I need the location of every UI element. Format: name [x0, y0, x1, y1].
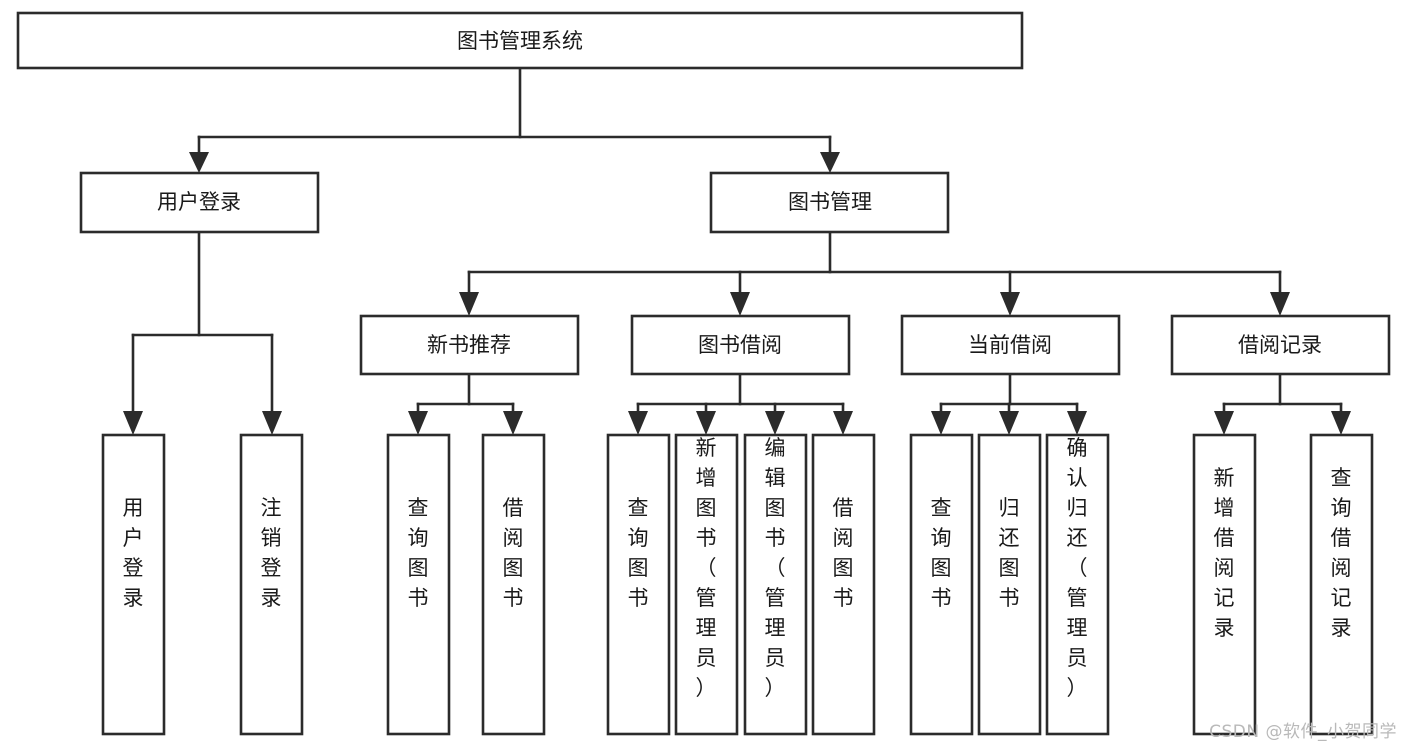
node-current-borrow[interactable]: 当前借阅 — [900, 314, 1121, 376]
leaf-add-book-box[interactable] — [674, 433, 739, 736]
leaf-return-book-label: 归还图书 — [999, 496, 1020, 610]
arrowhead-leaf-edit-book — [765, 411, 785, 435]
arrowhead-leaf-logout — [262, 411, 282, 435]
leaf-return-book-box[interactable] — [977, 433, 1042, 736]
leaf-add-record-label: 新增借阅记录 — [1214, 466, 1235, 640]
leaf-edit-book[interactable]: 编辑图书（管理员） — [743, 433, 808, 736]
leaf-query-book-3-box[interactable] — [909, 433, 974, 736]
node-user-login-label: 用户登录 — [157, 190, 241, 214]
node-book-mgmt-label: 图书管理 — [788, 190, 872, 214]
leaf-borrow-book-1-label: 借阅图书 — [503, 496, 524, 610]
leaf-borrow-book-1[interactable]: 借阅图书 — [481, 433, 546, 736]
leaf-confirm-return-label: 确认归还（管理员） — [1067, 436, 1088, 700]
node-new-book-box[interactable] — [359, 314, 580, 376]
leaf-edit-book-box[interactable] — [743, 433, 808, 736]
node-borrow-label: 图书借阅 — [698, 333, 782, 357]
node-borrow[interactable]: 图书借阅 — [630, 314, 851, 376]
node-root-box[interactable] — [16, 11, 1024, 70]
leaf-query-record-box[interactable] — [1309, 433, 1374, 736]
leaf-query-book-1-label: 查询图书 — [408, 496, 429, 610]
node-user-login-box[interactable] — [79, 171, 320, 234]
leaf-query-book-1[interactable]: 查询图书 — [386, 433, 451, 736]
arrowhead-leaf-query-book-2 — [628, 411, 648, 435]
arrowhead-leaf-borrow-book-1 — [503, 411, 523, 435]
leaf-confirm-return[interactable]: 确认归还（管理员） — [1045, 433, 1110, 736]
arrowhead-leaf-query-book-3 — [931, 411, 951, 435]
leaf-return-book[interactable]: 归还图书 — [977, 433, 1042, 736]
node-root-label: 图书管理系统 — [457, 29, 583, 53]
leaf-query-book-2[interactable]: 查询图书 — [606, 433, 671, 736]
leaf-query-book-1-box[interactable] — [386, 433, 451, 736]
leaf-logout-label: 注销登录 — [261, 496, 282, 610]
arrowhead-book-mgmt — [820, 152, 840, 173]
leaf-borrow-book-2-box[interactable] — [811, 433, 876, 736]
node-new-book[interactable]: 新书推荐 — [359, 314, 580, 376]
leaf-query-book-3-label: 查询图书 — [931, 496, 952, 610]
leaf-query-book-3[interactable]: 查询图书 — [909, 433, 974, 736]
arrowhead-leaf-confirm-return — [1067, 411, 1087, 435]
leaf-borrow-book-2-label: 借阅图书 — [833, 496, 854, 610]
node-book-mgmt[interactable]: 图书管理 — [709, 171, 950, 234]
node-user-login[interactable]: 用户登录 — [79, 171, 320, 234]
arrowhead-leaf-query-record — [1331, 411, 1351, 435]
arrowhead-leaf-add-book — [696, 411, 716, 435]
arrowhead-leaf-user-login — [123, 411, 143, 435]
leaf-add-record-box[interactable] — [1192, 433, 1257, 736]
arrowhead-user-login — [189, 152, 209, 173]
leaf-add-record[interactable]: 新增借阅记录 — [1192, 433, 1257, 736]
leaf-borrow-book-2[interactable]: 借阅图书 — [811, 433, 876, 736]
arrowhead-record — [1270, 292, 1290, 316]
leaf-user-login-label: 用户登录 — [123, 496, 144, 610]
leaf-user-login[interactable]: 用户登录 — [101, 433, 166, 736]
leaf-query-book-2-box[interactable] — [606, 433, 671, 736]
arrowhead-leaf-query-book-1 — [408, 411, 428, 435]
node-current-borrow-label: 当前借阅 — [968, 333, 1052, 357]
arrowhead-current — [1000, 292, 1020, 316]
node-borrow-record-box[interactable] — [1170, 314, 1391, 376]
node-borrow-record[interactable]: 借阅记录 — [1170, 314, 1391, 376]
arrowhead-new-book — [459, 292, 479, 316]
leaf-query-book-2-label: 查询图书 — [628, 496, 649, 610]
arrowhead-leaf-add-record — [1214, 411, 1234, 435]
node-borrow-box[interactable] — [630, 314, 851, 376]
leaf-query-record[interactable]: 查询借阅记录 — [1309, 433, 1374, 736]
node-book-mgmt-box[interactable] — [709, 171, 950, 234]
node-new-book-label: 新书推荐 — [427, 333, 511, 357]
leaf-add-book-label: 新增图书（管理员） — [696, 436, 717, 700]
arrowhead-leaf-borrow-book-2 — [833, 411, 853, 435]
leaf-confirm-return-box[interactable] — [1045, 433, 1110, 736]
node-root[interactable]: 图书管理系统 — [16, 11, 1024, 70]
arrowhead-borrow — [730, 292, 750, 316]
node-borrow-record-label: 借阅记录 — [1238, 333, 1322, 357]
leaf-logout-box[interactable] — [239, 433, 304, 736]
connector-layer — [123, 66, 1351, 435]
leaf-borrow-book-1-box[interactable] — [481, 433, 546, 736]
arrowhead-leaf-return-book — [999, 411, 1019, 435]
leaf-query-record-label: 查询借阅记录 — [1331, 466, 1352, 640]
leaf-logout[interactable]: 注销登录 — [239, 433, 304, 736]
node-current-borrow-box[interactable] — [900, 314, 1121, 376]
leaf-add-book[interactable]: 新增图书（管理员） — [674, 433, 739, 736]
leaf-edit-book-label: 编辑图书（管理员） — [765, 436, 786, 700]
leaf-user-login-box[interactable] — [101, 433, 166, 736]
